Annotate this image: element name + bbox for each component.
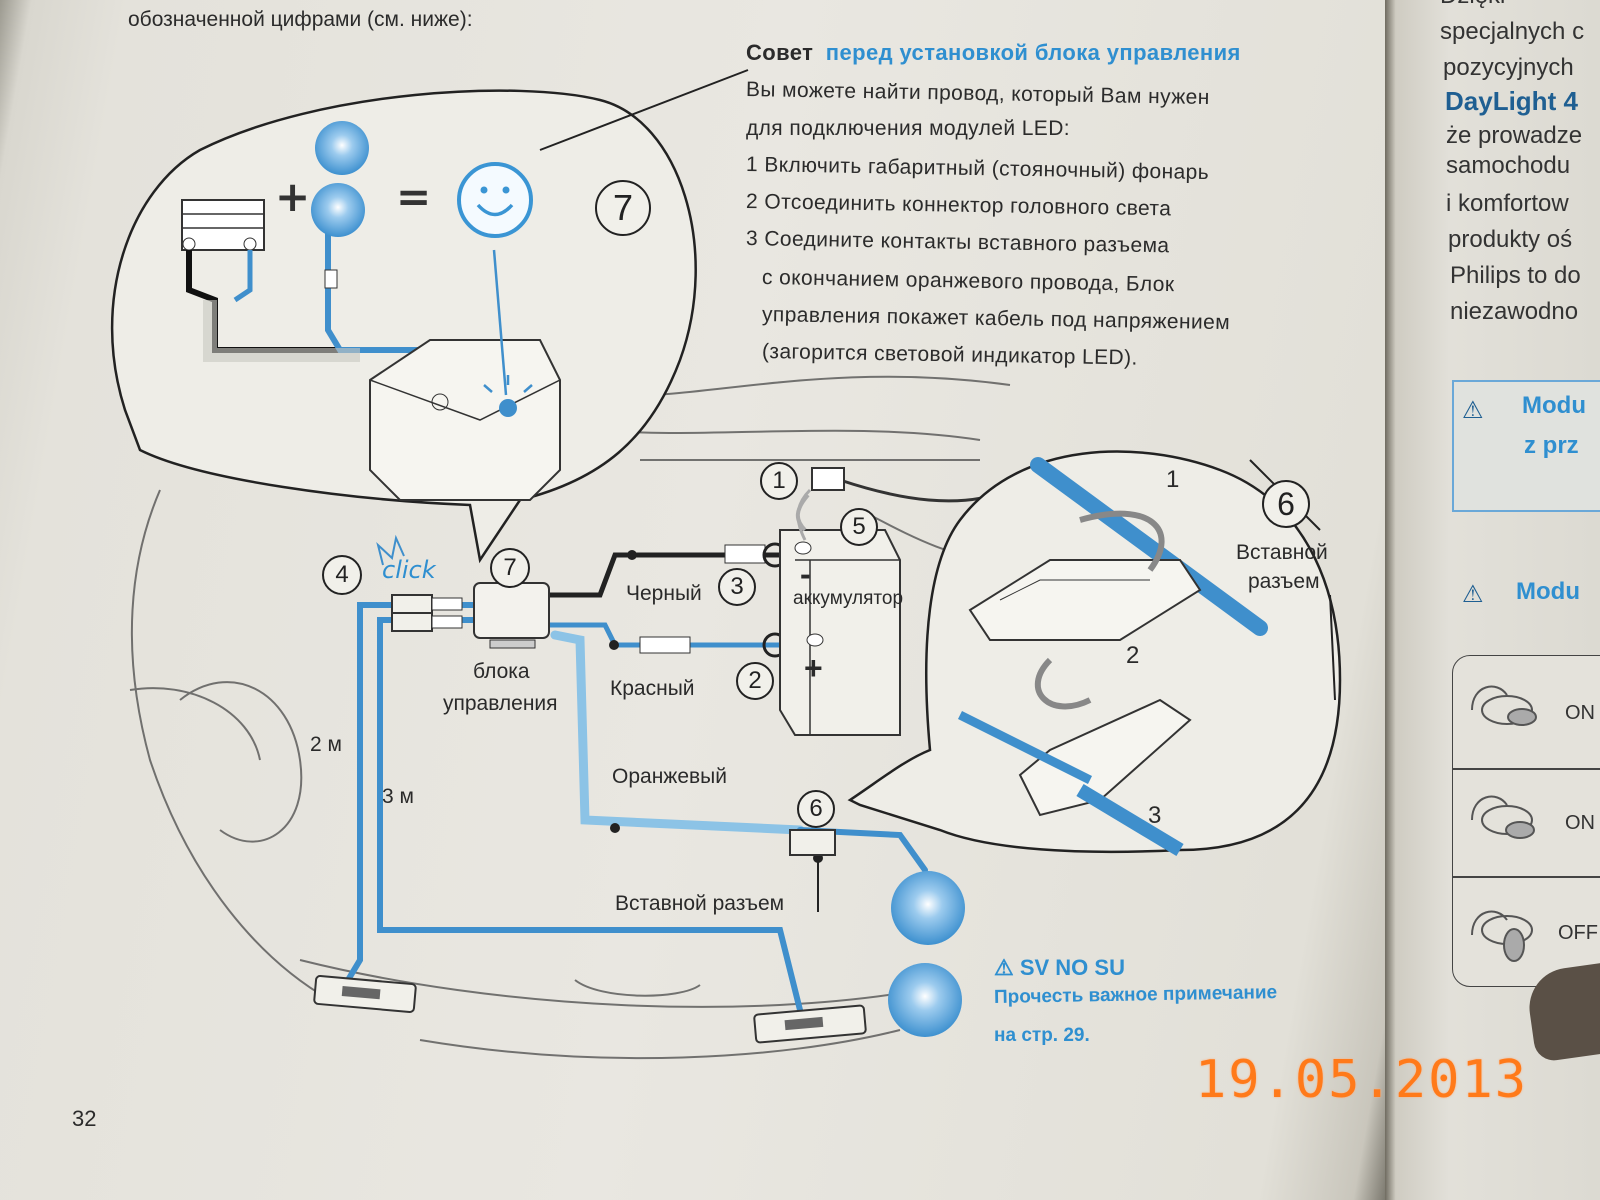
right-line-7: produkty oś (1448, 226, 1573, 253)
right-box-line-1: Modu (1522, 392, 1586, 419)
detail-plug-label-1: Вставной (1236, 541, 1328, 564)
switch-row-divider-1 (1452, 768, 1600, 770)
detail-step-1: 1 (1166, 466, 1180, 493)
car-outline (129, 375, 1011, 1060)
headlight-icon-bottom (888, 963, 962, 1037)
tip-title: Совет перед установкой блока управления (746, 40, 1241, 66)
step-1-badge: 1 (760, 462, 798, 500)
right-warning-box (1452, 380, 1600, 512)
plug-label: Вставной разъем (615, 892, 785, 915)
headlight-icon (311, 183, 365, 237)
notice-title: ⚠ SV NO SU (994, 955, 1125, 980)
right-warning-icon-2: ⚠ (1462, 581, 1484, 608)
parking-lamp-icon-bottom (891, 871, 965, 945)
date-stamp: 19.05.2013 (1195, 1050, 1529, 1110)
right-line-5: samochodu (1446, 152, 1571, 179)
step-3-badge: 3 (718, 568, 756, 606)
step-6-badge: 6 (797, 790, 835, 828)
switch-row-divider-2 (1452, 876, 1600, 878)
step-6-detail-badge: 6 (1262, 480, 1310, 528)
step-7-badge: 7 (490, 548, 530, 588)
tip-title-word: Совет (746, 40, 814, 65)
control-box-bubble (369, 339, 561, 501)
detail-step-3: 3 (1148, 802, 1162, 829)
detail-step-2: 2 (1126, 642, 1140, 669)
black-wire-label: Черный (626, 582, 702, 605)
right-warning-icon: ⚠ (1462, 397, 1484, 424)
battery-symbol (181, 199, 265, 251)
tip-title-rest: перед установкой блока управления (825, 40, 1241, 65)
intro-text-top: обозначенной цифрами (см. ниже): (128, 8, 473, 31)
detail-plug-label-2: разъем (1248, 570, 1320, 593)
smiley-icon (457, 162, 533, 238)
step-4-badge: 4 (322, 555, 362, 595)
equation-plus: + (275, 172, 311, 221)
step-5-badge: 5 (840, 508, 878, 546)
length-2m: 2 м (310, 733, 342, 756)
right-line-6: i komfortow (1446, 190, 1569, 217)
tip-line-2: для подключения модулей LED: (746, 117, 1071, 140)
step-2-badge: 2 (736, 662, 774, 700)
ignition-key-icon-3 (1471, 910, 1533, 962)
right-line-9: niezawodno (1450, 298, 1579, 325)
battery-plus: + (804, 650, 823, 686)
right-line-2: pozycyjnych (1443, 54, 1574, 81)
right-line-0: Dzięki (1440, 0, 1505, 10)
control-unit (473, 582, 550, 639)
step-7-badge-large: 7 (595, 180, 651, 236)
ignition-key-icons (1471, 685, 1537, 962)
switch-on-1: ON (1565, 702, 1595, 724)
length-3m: 3 м (382, 785, 414, 808)
page-number: 32 (72, 1106, 97, 1131)
notice-line-2: на стр. 29. (994, 1025, 1090, 1046)
battery-label: аккумулятор (793, 588, 904, 609)
right-line-4: że prowadze (1446, 122, 1583, 149)
ignition-key-icon-1 (1471, 685, 1537, 726)
ignition-key-icon-2 (1471, 795, 1535, 839)
right-line-8: Philips to do (1450, 262, 1581, 289)
right-line-3: DayLight 4 (1445, 86, 1578, 116)
control-unit-label-1: блока (473, 660, 530, 683)
right-box-line-2: z prz (1524, 432, 1579, 459)
control-unit-label-2: управления (443, 692, 558, 715)
switch-on-2: ON (1565, 812, 1595, 834)
right-heading-2: Modu (1516, 578, 1580, 605)
parking-lamp-icon (315, 121, 369, 175)
switch-off: OFF (1558, 922, 1598, 944)
orange-wire-label: Оранжевый (612, 765, 727, 788)
equation-equals: = (396, 172, 432, 221)
red-wire-label: Красный (610, 677, 695, 700)
battery-minus: - (800, 556, 811, 592)
click-label: click (382, 556, 436, 584)
right-line-1: specjalnych c (1440, 18, 1585, 45)
